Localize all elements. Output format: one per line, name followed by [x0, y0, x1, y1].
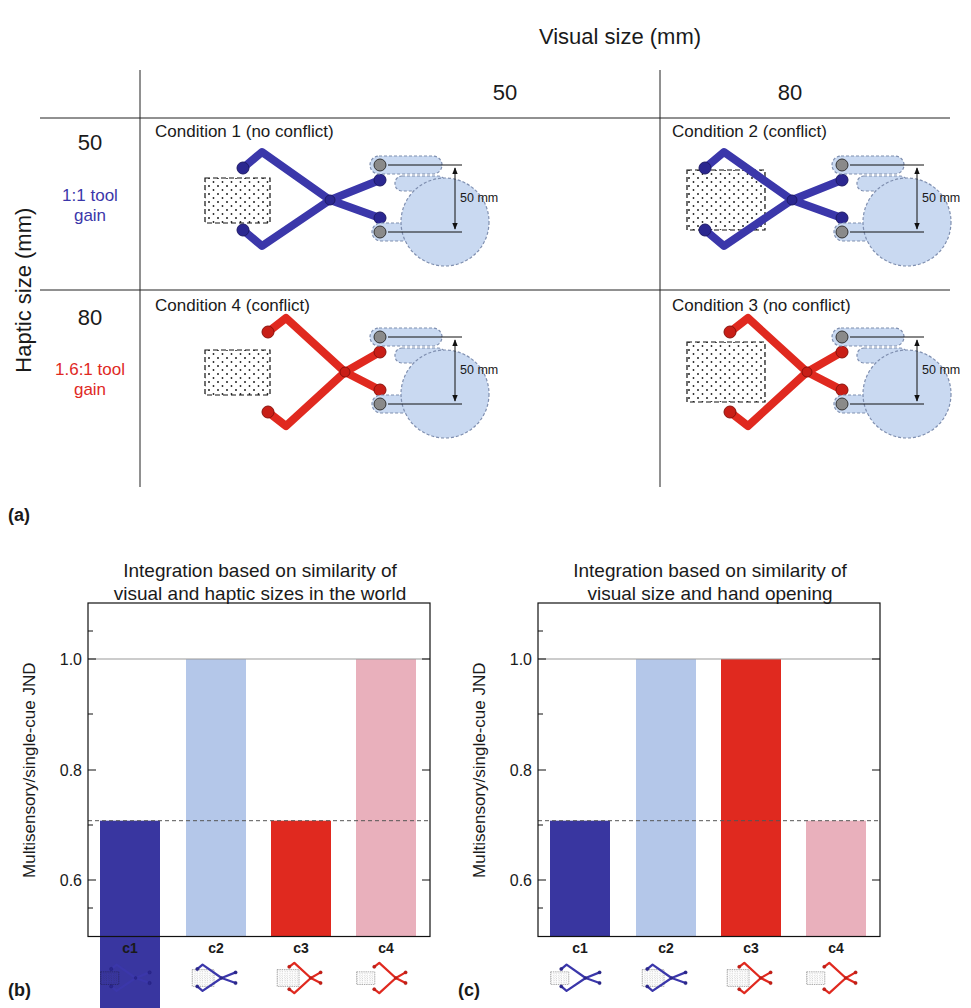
tick-label: 0.6 [496, 871, 532, 890]
condition-3-illustration [687, 318, 951, 438]
bar-chart-b [88, 603, 430, 1008]
axis-title: Multisensory/single-cue JND [470, 640, 490, 900]
panel-letter: (b) [8, 980, 31, 1002]
dimension: 50 mm [922, 363, 960, 378]
row-header: 50 [60, 130, 120, 156]
axis-title: Haptic size (mm) [11, 170, 37, 410]
dimension: 50 mm [460, 191, 498, 206]
bar-chart-c [538, 603, 880, 937]
axis-title: Visual size (mm) [480, 24, 760, 50]
tick-label: 0.6 [46, 871, 82, 890]
tick-label: 0.8 [496, 761, 532, 780]
condition-1-illustration [205, 152, 489, 266]
row-header: 80 [60, 305, 120, 331]
tool-gain: 1.6:1 tool gain [43, 360, 137, 401]
chart-title: Integration based on similarity of visua… [100, 560, 420, 606]
condition-label: Condition 1 (no conflict) [155, 122, 334, 142]
condition-label: Condition 3 (no conflict) [672, 296, 851, 316]
table-grid [40, 70, 950, 487]
condition-label: Condition 4 (conflict) [155, 296, 310, 316]
category-label: c2 [646, 940, 686, 957]
column-header: 80 [760, 80, 820, 106]
panel-letter: (a) [8, 505, 30, 527]
tick-label: 1.0 [46, 650, 82, 669]
category-label: c4 [366, 940, 406, 957]
axis-title: Multisensory/single-cue JND [20, 640, 40, 900]
condition-4-illustration [205, 318, 489, 438]
category-label: c3 [281, 940, 321, 957]
category-label: c2 [196, 940, 236, 957]
category-label: c4 [816, 940, 856, 957]
tool-gain: 1:1 tool gain [50, 186, 130, 227]
category-label: c1 [110, 940, 150, 957]
category-label: c3 [731, 940, 771, 957]
category-label: c1 [560, 940, 600, 957]
panel-letter: (c) [458, 980, 480, 1002]
tick-label: 0.8 [46, 761, 82, 780]
tick-label: 1.0 [496, 650, 532, 669]
condition-2-illustration [687, 152, 951, 266]
dimension: 50 mm [460, 363, 498, 378]
column-header: 50 [475, 80, 535, 106]
dimension: 50 mm [922, 191, 960, 206]
condition-label: Condition 2 (conflict) [672, 122, 827, 142]
chart-title: Integration based on similarity of visua… [550, 560, 870, 606]
